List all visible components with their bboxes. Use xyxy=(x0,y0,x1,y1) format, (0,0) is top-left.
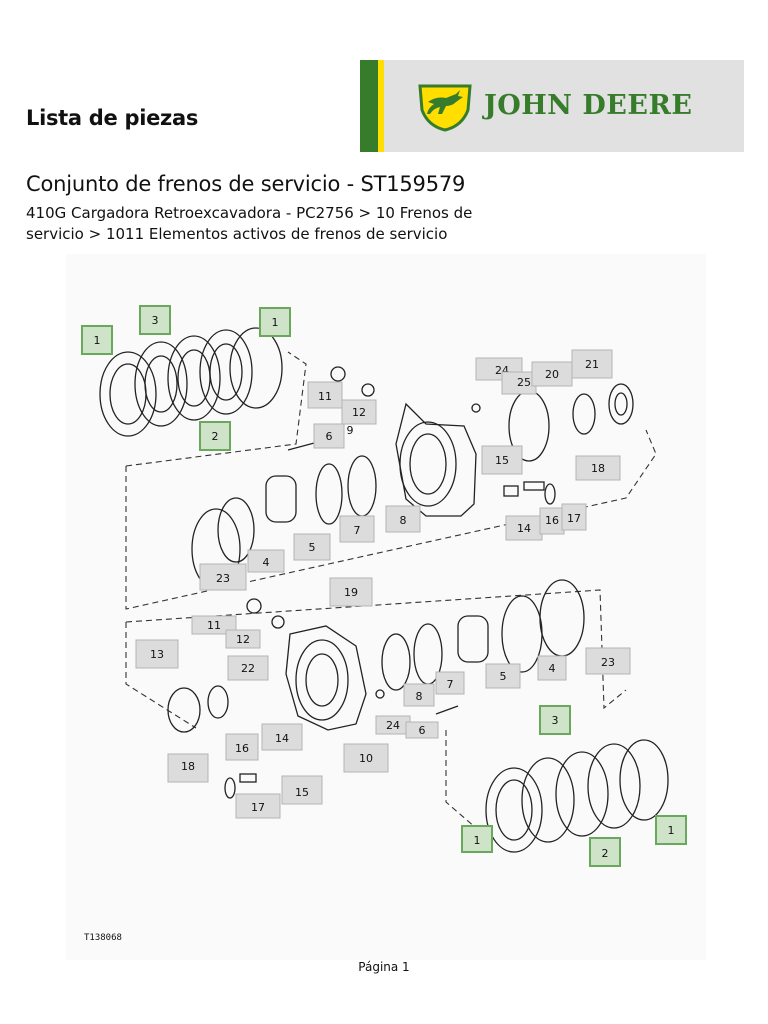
callout-bottom-23: 23 xyxy=(601,656,615,669)
banner-green-stripe xyxy=(360,60,378,152)
callout-bottom-13: 13 xyxy=(150,648,164,661)
callout-top-25: 25 xyxy=(517,376,531,389)
callout-bottom-19: 19 xyxy=(344,586,358,599)
callout-bottom-15: 15 xyxy=(295,786,309,799)
document-path: 410G Cargadora Retroexcavadora - PC2756 … xyxy=(26,203,506,245)
callout-top-8: 8 xyxy=(400,514,407,527)
banner-yellow-stripe xyxy=(378,60,384,152)
callout-top-1b: 1 xyxy=(272,316,279,329)
callout-bottom-18: 18 xyxy=(181,760,195,773)
callout-bottom-8: 8 xyxy=(416,690,423,703)
callout-bottom-24: 24 xyxy=(386,719,400,732)
callout-top-23: 23 xyxy=(216,572,230,585)
brake-housing-top xyxy=(395,402,477,517)
callout-top-3: 3 xyxy=(152,314,159,327)
page-title: Lista de piezas xyxy=(26,106,199,130)
callout-bottom-12: 12 xyxy=(236,633,250,646)
brand-banner: JOHN DEERE xyxy=(360,60,744,152)
callout-top-12: 12 xyxy=(352,406,366,419)
callout-bottom-1b: 1 xyxy=(668,824,675,837)
callout-top-20: 20 xyxy=(545,368,559,381)
callout-top-4: 4 xyxy=(263,556,270,569)
document-heading: Conjunto de frenos de servicio - ST15957… xyxy=(26,172,466,196)
callout-top-16: 16 xyxy=(545,514,559,527)
figure-id: T138068 xyxy=(84,933,122,943)
brake-housing-bottom xyxy=(285,625,367,731)
disc-pack-bottom xyxy=(485,739,669,853)
disc-pack-top xyxy=(99,327,283,437)
callout-bottom-7: 7 xyxy=(447,678,454,691)
callout-bottom-11: 11 xyxy=(207,619,221,632)
callout-top-6: 6 xyxy=(326,430,333,443)
callout-top-7: 7 xyxy=(354,524,361,537)
callout-top-11: 11 xyxy=(318,390,332,403)
callout-top-15: 15 xyxy=(495,454,509,467)
parts-exploded-diagram: .ln { fill: none; stroke: #222; stroke-w… xyxy=(66,254,706,960)
callout-bottom-6: 6 xyxy=(419,724,426,737)
callout-bottom-2: 2 xyxy=(602,847,609,860)
document-path-line-1: 410G Cargadora Retroexcavadora - PC2756 … xyxy=(26,204,473,222)
callout-bottom-17: 17 xyxy=(251,801,265,814)
callout-top-9: 9 xyxy=(347,424,354,437)
callout-top-21: 21 xyxy=(585,358,599,371)
callout-top-1a: 1 xyxy=(94,334,101,347)
callout-bottom-1a: 1 xyxy=(474,834,481,847)
brand-name: JOHN DEERE xyxy=(484,90,693,121)
callout-top-2: 2 xyxy=(212,430,219,443)
callout-top-18: 18 xyxy=(591,462,605,475)
callout-top-17: 17 xyxy=(567,512,581,525)
callout-top-5: 5 xyxy=(309,541,316,554)
callout-bottom-4: 4 xyxy=(549,662,556,675)
page-number: Página 1 xyxy=(358,960,410,974)
callout-bottom-16: 16 xyxy=(235,742,249,755)
callout-bottom-14: 14 xyxy=(275,732,289,745)
callout-bottom-5: 5 xyxy=(500,670,507,683)
callout-bottom-3: 3 xyxy=(552,714,559,727)
document-path-line-2: servicio > 1011 Elementos activos de fre… xyxy=(26,225,448,243)
callout-bottom-22: 22 xyxy=(241,662,255,675)
callout-top-14: 14 xyxy=(517,522,531,535)
leaping-deer-logo-icon xyxy=(418,84,472,132)
callout-bottom-10: 10 xyxy=(359,752,373,765)
